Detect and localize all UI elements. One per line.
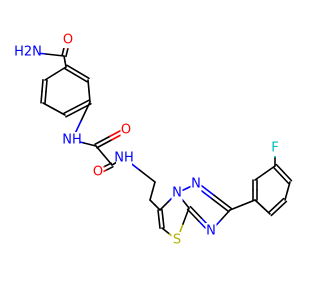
bond-p5-p6 bbox=[275, 197, 285, 207]
bond-b5-b6 bbox=[77, 70, 90, 80]
bond-NH_left-Cox1 bbox=[83, 142, 97, 147]
atom-label-N_top: N bbox=[191, 177, 201, 192]
bond-b2-b3 bbox=[42, 102, 55, 110]
bond-Camide-b6 bbox=[64, 60, 67, 68]
bond-Cox2-O_ox2 bbox=[105, 165, 114, 172]
atom-NH2: H2N bbox=[14, 44, 42, 60]
bond-b4-b5 bbox=[88, 90, 91, 103]
atom-NH_right: NH bbox=[114, 150, 134, 166]
bond-b5-b6 bbox=[64, 67, 77, 77]
atom-S_ring: S bbox=[171, 232, 183, 248]
bond-N_top-C2 bbox=[210, 197, 230, 213]
bond-N_bridge-C6 bbox=[159, 200, 170, 211]
atom-label-NH_left: NH bbox=[62, 133, 82, 148]
bond-C2-N_lower bbox=[219, 209, 231, 222]
bond-b1-b2 bbox=[40, 90, 43, 104]
bond-p3-p4 bbox=[280, 174, 290, 185]
bond-b3-b4 bbox=[65, 109, 80, 118]
atom-O_ox1: O bbox=[120, 122, 132, 138]
bond-Camide-O_amide bbox=[61, 46, 65, 57]
atom-O_ox2: O bbox=[92, 164, 104, 180]
bond-p6-p1 bbox=[254, 199, 264, 208]
bond-b3-b4 bbox=[75, 99, 90, 108]
bond-N_lower-C7a bbox=[186, 208, 200, 222]
bond-Camide-O_amide bbox=[65, 47, 69, 58]
bond-C6-C5 bbox=[161, 208, 164, 220]
atom-label-O_amide: O bbox=[63, 33, 73, 48]
bond-p3-p4 bbox=[283, 171, 293, 182]
bond-p5-p6 bbox=[267, 204, 277, 214]
bond-b6-b1 bbox=[44, 72, 57, 81]
bond-p5-p6 bbox=[278, 200, 288, 210]
bond-N_top-C2 bbox=[213, 194, 233, 210]
bond-N_lower-C7a bbox=[189, 205, 203, 219]
bond-b1-b2 bbox=[41, 79, 44, 93]
bond-C5-S_ring bbox=[161, 227, 171, 235]
bond-p2-p3 bbox=[254, 172, 266, 181]
bond-b5-b6 bbox=[66, 64, 79, 73]
bond-Ce1-Ce2 bbox=[151, 181, 156, 192]
bond-b1-b2 bbox=[44, 90, 47, 104]
bond-C7a-N_bridge bbox=[182, 199, 190, 209]
atom-label-N_bridge: N bbox=[172, 186, 182, 201]
bond-C2-p1 bbox=[241, 199, 256, 206]
bond-Camide-b6 bbox=[63, 55, 66, 63]
bond-Cox2-O_ox2 bbox=[103, 162, 112, 168]
bond-C6-C5 bbox=[157, 209, 160, 221]
bond-NH_right-Ce1 bbox=[138, 169, 156, 183]
bond-Cox1-O_ox1 bbox=[96, 138, 113, 149]
atom-label-S_ring: S bbox=[173, 233, 181, 248]
atom-label-O_ox1: O bbox=[121, 123, 131, 138]
bond-b3-b4 bbox=[63, 105, 78, 115]
bond-Cox1-O_ox1 bbox=[94, 135, 111, 146]
bond-p4-p5 bbox=[286, 181, 291, 192]
bond-C2-p1 bbox=[229, 204, 244, 211]
atom-N_bridge: N bbox=[171, 185, 183, 201]
bond-b5-b6 bbox=[75, 74, 88, 83]
bond-Ce2-C6 bbox=[149, 199, 156, 206]
bond-p3-p4 bbox=[275, 163, 285, 174]
atom-label-NH2: H2N bbox=[14, 45, 42, 60]
bond-b4-NH_left bbox=[80, 101, 91, 122]
bond-C6-C5 bbox=[162, 217, 165, 229]
atom-label-NH_right: NH bbox=[114, 151, 134, 166]
bond-NH2-Camide bbox=[45, 53, 65, 57]
bond-Ce2-C6 bbox=[154, 204, 161, 211]
bond-b2-b3 bbox=[53, 108, 66, 116]
bond-Cox1-Cox2 bbox=[95, 145, 105, 157]
atom-O_amide: O bbox=[62, 32, 74, 48]
atom-label-F_sub: F bbox=[271, 141, 278, 156]
bond-Ce1-Ce2 bbox=[149, 190, 154, 201]
bond-p5-p6 bbox=[270, 207, 280, 217]
bond-b6-b1 bbox=[54, 66, 67, 75]
atom-label-N_lower: N bbox=[206, 224, 216, 239]
atom-N_top: N bbox=[190, 176, 202, 192]
bond-C6-C5 bbox=[158, 218, 161, 230]
bond-p4-p5 bbox=[284, 190, 289, 201]
bond-p6-p1 bbox=[261, 206, 271, 215]
atom-label-O_ox2: O bbox=[93, 165, 103, 180]
bond-b4-b5 bbox=[87, 79, 90, 92]
atom-N_lower: N bbox=[205, 223, 217, 239]
bond-b1-b2 bbox=[45, 79, 48, 93]
atom-NH_left: NH bbox=[62, 132, 82, 148]
bond-p3-p4 bbox=[272, 166, 282, 177]
atom-F_sub: F bbox=[269, 140, 281, 156]
